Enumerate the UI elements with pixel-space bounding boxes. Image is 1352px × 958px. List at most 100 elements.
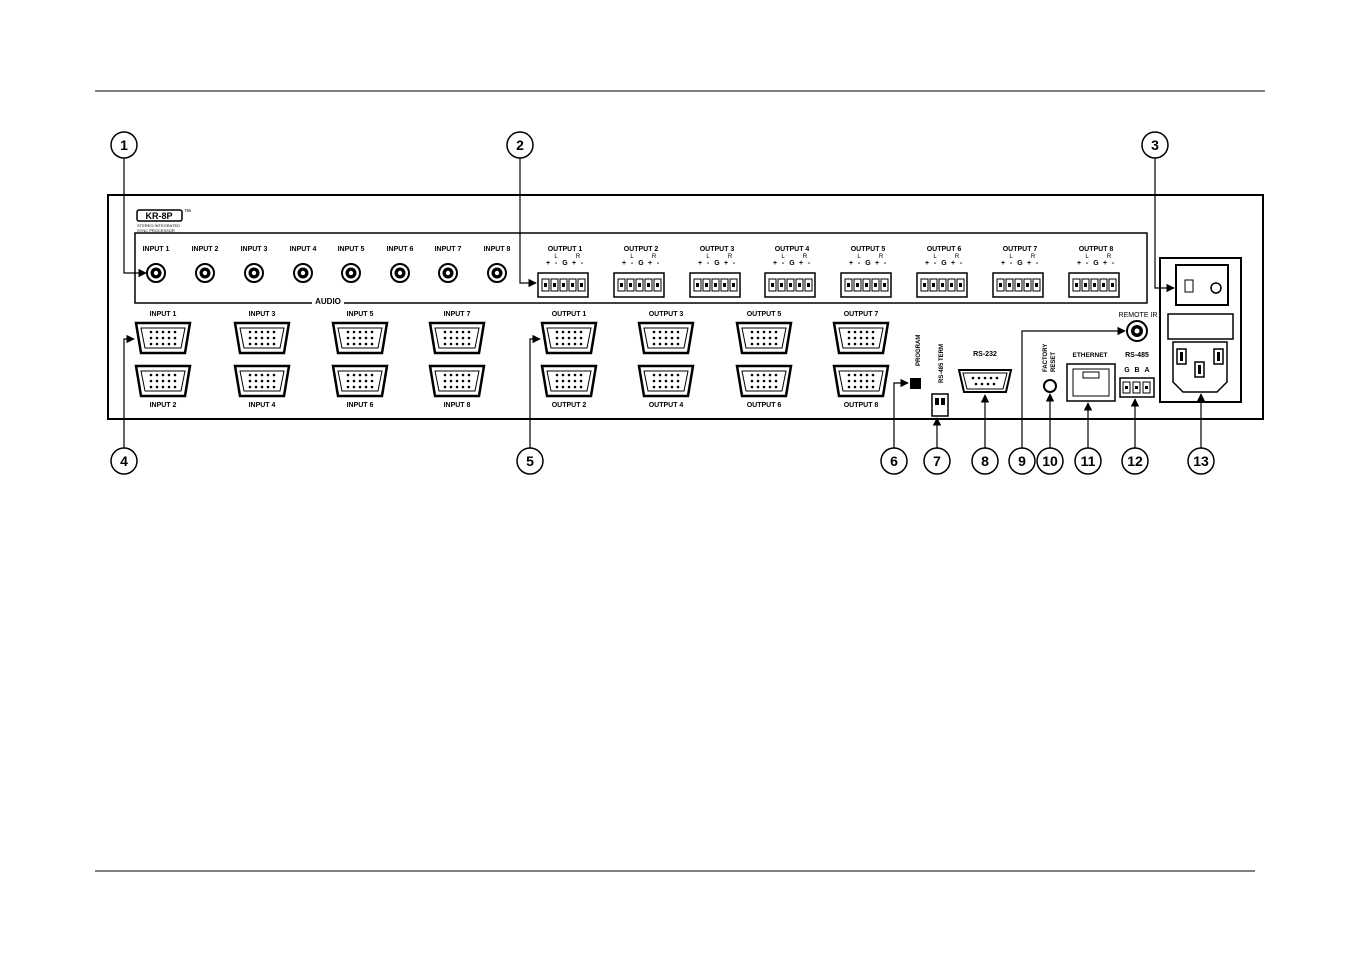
callout-circle [923,447,951,475]
pin [658,379,662,383]
audio-output-terminal-6[interactable] [916,272,968,298]
pin [370,336,374,340]
video-input-port-3[interactable] [233,321,291,355]
audio-output-terminal-7[interactable] [992,272,1044,298]
pin [352,385,356,389]
pin [658,385,662,389]
pin [670,330,674,334]
pin-label: - [657,260,660,267]
audio-input-jack-3[interactable] [244,263,264,283]
channel-label-r: R [879,254,884,260]
pin [260,336,264,340]
pin [358,373,362,377]
pin [467,336,471,340]
pin [579,336,583,340]
video-input-label-3: INPUT 3 [249,311,276,318]
video-input-port-5[interactable] [331,321,389,355]
audio-input-jack-7[interactable] [438,263,458,283]
audio-output-terminal-3[interactable] [689,272,741,298]
ethernet-label: ETHERNET [1072,352,1107,359]
pin-label: - [581,260,584,267]
pin [449,373,453,377]
video-input-port-4[interactable] [233,364,291,398]
video-input-port-2[interactable] [134,364,192,398]
pin [254,342,258,346]
pin [149,379,153,383]
pin [161,385,165,389]
audio-input-jack-8[interactable] [487,263,507,283]
jack-hole [300,270,306,276]
audio-output-terminal-5[interactable] [840,272,892,298]
audio-input-jack-4[interactable] [293,263,313,283]
pin [658,336,662,340]
video-input-port-7[interactable] [428,321,486,355]
terminal-screw [544,283,547,287]
rs485-term-switch[interactable] [931,393,949,417]
callout-number: 3 [1151,137,1159,153]
callout-2: 2 [506,131,534,159]
audio-output-terminal-8[interactable] [1068,272,1120,298]
callout-4: 4 [110,447,138,475]
video-output-port-8[interactable] [832,364,890,398]
pin [774,330,778,334]
video-input-port-8[interactable] [428,364,486,398]
audio-output-terminal-1[interactable] [537,272,589,298]
video-output-port-4[interactable] [637,364,695,398]
pin [248,385,252,389]
fuse-holder[interactable] [1167,313,1234,340]
callout-10: 10 [1036,447,1064,475]
pin [768,330,772,334]
jack-hole [202,270,208,276]
pin [149,385,153,389]
pin [670,373,674,377]
pin [567,379,571,383]
ethernet-port[interactable] [1066,363,1116,402]
pin [579,379,583,383]
audio-input-jack-2[interactable] [195,263,215,283]
pin-label: + [622,260,626,267]
audio-input-jack-5[interactable] [341,263,361,283]
terminal-screw [1084,283,1087,287]
video-input-port-6[interactable] [331,364,389,398]
pin [670,336,674,340]
video-output-port-2[interactable] [540,364,598,398]
pin [859,336,863,340]
pin [853,379,857,383]
pin [768,379,772,383]
rs232-port[interactable] [957,369,1013,393]
audio-input-jack-1[interactable] [146,263,166,283]
remote-ir-jack[interactable] [1126,320,1148,342]
audio-label-gap [312,297,344,307]
video-output-port-3[interactable] [637,321,695,355]
leader-5 [529,334,541,448]
pin-label: - [707,260,710,267]
pin [865,379,869,383]
callout-12: 12 [1121,447,1149,475]
pin [756,342,760,346]
pin-label: + [875,260,879,267]
video-output-label-1: OUTPUT 1 [552,311,587,318]
terminal-screw [798,283,801,287]
audio-output-terminal-2[interactable] [613,272,665,298]
pin [155,330,159,334]
terminal-screw [705,283,708,287]
pin [865,336,869,340]
rs485-terminal-block[interactable] [1119,377,1155,398]
audio-output-terminal-4[interactable] [764,272,816,298]
callout-number: 1 [120,137,128,153]
pin-label: + [1001,260,1005,267]
callout-circle [1008,447,1036,475]
video-input-port-1[interactable] [134,321,192,355]
video-output-port-1[interactable] [540,321,598,355]
video-output-port-6[interactable] [735,364,793,398]
factory-reset-button[interactable] [1043,379,1057,393]
terminal-screw [647,283,650,287]
program-button[interactable] [910,378,921,389]
pin [853,342,857,346]
video-output-port-7[interactable] [832,321,890,355]
video-output-port-5[interactable] [735,321,793,355]
audio-input-jack-6[interactable] [390,263,410,283]
callout-circle [1036,447,1064,475]
pin-label: + [546,260,550,267]
